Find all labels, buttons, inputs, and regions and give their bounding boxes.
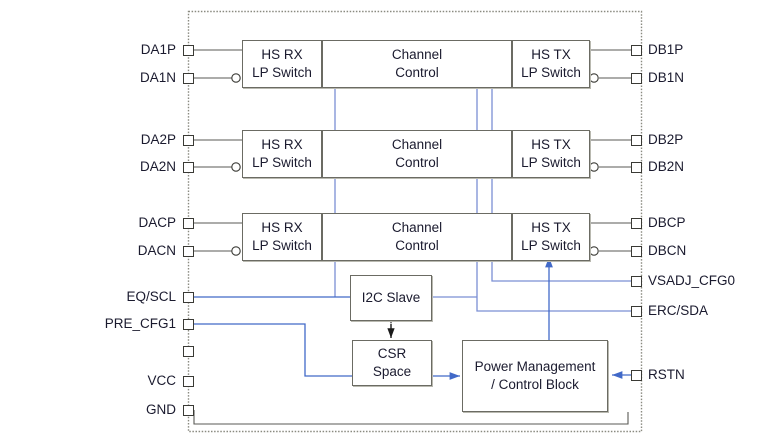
pin-label-db2n: DB2N <box>648 159 685 174</box>
pin-right-vsadj_cfg0[interactable] <box>631 275 642 287</box>
pin-label-eq_scl: EQ/SCL <box>126 289 176 304</box>
channel-control-ch2[interactable]: Channel Control <box>322 130 512 178</box>
pin-label-dacn: DACN <box>137 243 176 258</box>
i2c-slave-block[interactable]: I2C Slave <box>350 275 432 321</box>
channel-control-chc-line1: Channel <box>391 220 443 236</box>
hs-rx-chc-line1: HS RX <box>261 220 303 236</box>
pin-label-dbcp: DBCP <box>648 215 686 230</box>
csr-space-line2: Space <box>372 364 412 379</box>
pin-right-db2p[interactable] <box>631 134 642 146</box>
hs-tx-ch1-line2: LP Switch <box>521 65 581 80</box>
pin-left-vcc[interactable] <box>183 375 194 387</box>
hs-tx-lp-switch-ch1[interactable]: HS TX LP Switch <box>512 40 590 88</box>
pin-left-eq_scl[interactable] <box>183 291 194 303</box>
pin-right-db2n[interactable] <box>631 161 642 173</box>
channel-control-chc-line2: Control <box>395 238 439 253</box>
power-management-line2: / Control Block <box>491 377 579 392</box>
hs-rx-lp-switch-ch1[interactable]: HS RX LP Switch <box>242 40 322 88</box>
channel-control-ch2-line2: Control <box>395 155 439 170</box>
pin-label-pre_cfg1: PRE_CFG1 <box>104 316 176 331</box>
pin-label-dacp: DACP <box>138 215 176 230</box>
pin-label-vcc: VCC <box>147 373 176 388</box>
pin-right-db1n[interactable] <box>631 72 642 84</box>
hs-rx-lp-switch-ch2[interactable]: HS RX LP Switch <box>242 130 322 178</box>
pin-right-erc_sda[interactable] <box>631 305 642 317</box>
hs-tx-ch2-line1: HS TX <box>531 137 571 153</box>
hs-tx-ch2-line2: LP Switch <box>521 155 581 170</box>
pin-left-gnd[interactable] <box>183 404 194 416</box>
csr-space-block[interactable]: CSR Space <box>352 340 432 386</box>
pin-label-gnd: GND <box>146 402 176 417</box>
channel-control-ch2-line1: Channel <box>391 137 443 153</box>
pin-label-rstn: RSTN <box>648 367 685 382</box>
pin-label-da1p: DA1P <box>140 42 176 57</box>
pin-right-dbcn[interactable] <box>631 245 642 257</box>
power-management-control-block[interactable]: Power Management / Control Block <box>462 340 608 412</box>
hs-tx-chc-line1: HS TX <box>531 220 571 236</box>
hs-rx-ch2-line2: LP Switch <box>252 155 312 170</box>
pin-left-da1n[interactable] <box>183 72 194 84</box>
hs-tx-ch1-line1: HS TX <box>531 47 571 63</box>
channel-control-ch1[interactable]: Channel Control <box>322 40 512 88</box>
pin-left-da1p[interactable] <box>183 44 194 56</box>
hs-rx-ch1-line1: HS RX <box>261 47 303 63</box>
pin-label-vsadj_cfg0: VSADJ_CFG0 <box>648 273 736 288</box>
pin-label-da2n: DA2N <box>139 159 176 174</box>
pin-label-db1n: DB1N <box>648 70 685 85</box>
pin-label-db1p: DB1P <box>648 42 684 57</box>
hs-tx-chc-line2: LP Switch <box>521 238 581 253</box>
hs-rx-ch1-line2: LP Switch <box>252 65 312 80</box>
power-management-line1: Power Management <box>474 359 596 375</box>
pin-label-dbcn: DBCN <box>648 243 687 258</box>
csr-space-line1: CSR <box>377 346 407 362</box>
pin-left-da2n[interactable] <box>183 161 194 173</box>
pin-right-dbcp[interactable] <box>631 217 642 229</box>
hs-rx-chc-line2: LP Switch <box>252 238 312 253</box>
channel-control-ch1-line2: Control <box>395 65 439 80</box>
pin-left-da2p[interactable] <box>183 134 194 146</box>
hs-rx-ch2-line1: HS RX <box>261 137 303 153</box>
channel-control-chc[interactable]: Channel Control <box>322 213 512 261</box>
hs-rx-lp-switch-chc[interactable]: HS RX LP Switch <box>242 213 322 261</box>
i2c-slave-label: I2C Slave <box>361 290 421 306</box>
pin-right-rstn[interactable] <box>631 369 642 381</box>
channel-control-ch1-line1: Channel <box>391 47 443 63</box>
pin-label-erc_sda: ERC/SDA <box>648 303 709 318</box>
pin-label-db2p: DB2P <box>648 132 684 147</box>
pin-left-dacn[interactable] <box>183 245 194 257</box>
hs-tx-lp-switch-chc[interactable]: HS TX LP Switch <box>512 213 590 261</box>
pin-label-da2p: DA2P <box>140 132 176 147</box>
hs-tx-lp-switch-ch2[interactable]: HS TX LP Switch <box>512 130 590 178</box>
pin-left-unlabeled[interactable] <box>183 345 194 357</box>
pin-left-dacp[interactable] <box>183 217 194 229</box>
pin-label-da1n: DA1N <box>139 70 176 85</box>
pin-right-db1p[interactable] <box>631 44 642 56</box>
pin-left-pre_cfg1[interactable] <box>183 318 194 330</box>
